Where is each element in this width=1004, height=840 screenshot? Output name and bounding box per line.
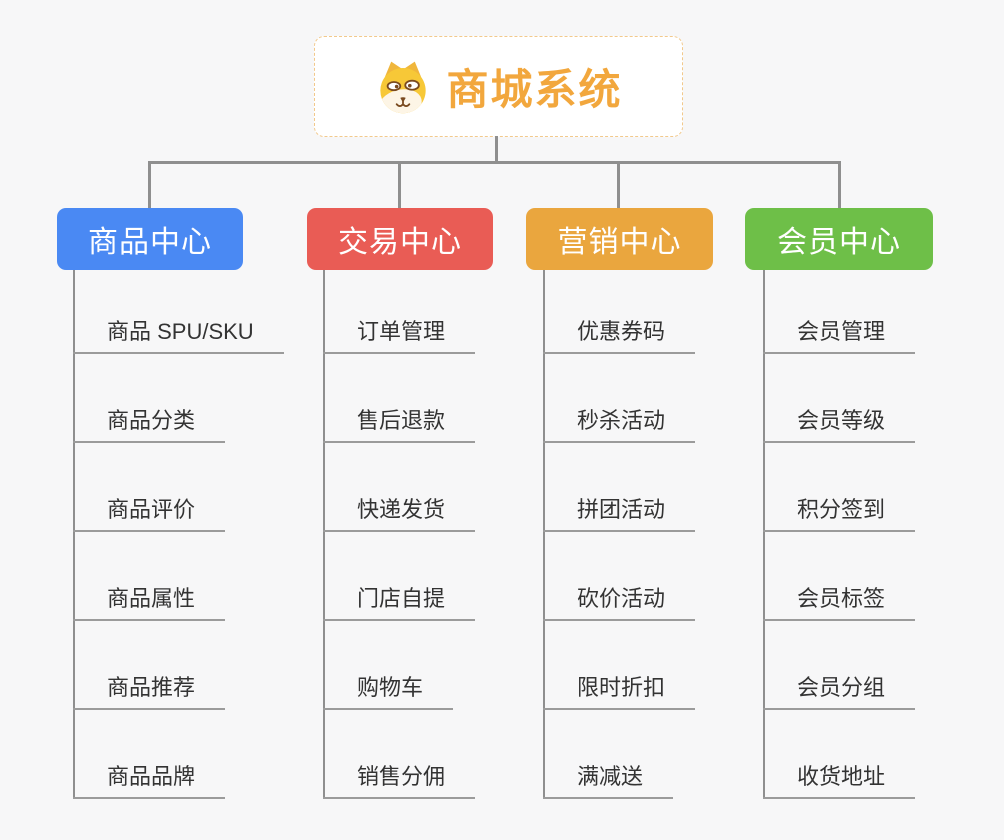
node-item-label: 砍价活动	[543, 588, 696, 621]
node-item-label: 满减送	[543, 766, 674, 799]
node-item[interactable]: 订单管理	[323, 270, 553, 354]
root-node[interactable]: 商城系统	[314, 36, 683, 137]
node-item[interactable]: 快递发货	[323, 443, 553, 532]
node-item[interactable]: 会员标签	[763, 532, 993, 621]
node-item[interactable]: 积分签到	[763, 443, 993, 532]
node-item-label: 限时折扣	[543, 677, 696, 710]
node-item[interactable]: 商品分类	[73, 354, 303, 443]
branch-column-trade: 订单管理 售后退款 快递发货 门店自提 购物车 销售分佣	[323, 270, 553, 799]
shiba-dog-icon	[380, 61, 427, 113]
node-item[interactable]: 限时折扣	[543, 621, 773, 710]
node-item-label: 秒杀活动	[543, 410, 696, 443]
node-item-label: 积分签到	[763, 499, 916, 532]
node-item[interactable]: 商品品牌	[73, 710, 303, 799]
node-item-label: 商品属性	[73, 588, 226, 621]
node-item-label: 会员标签	[763, 588, 916, 621]
node-item[interactable]: 收货地址	[763, 710, 993, 799]
node-item-label: 会员等级	[763, 410, 916, 443]
node-item[interactable]: 门店自提	[323, 532, 553, 621]
branch-header-trade-center[interactable]: 交易中心	[307, 208, 493, 270]
node-item[interactable]: 满减送	[543, 710, 773, 799]
node-item[interactable]: 销售分佣	[323, 710, 553, 799]
node-item[interactable]: 优惠券码	[543, 270, 773, 354]
root-title: 商城系统	[446, 66, 623, 113]
connector-drop-3	[617, 161, 620, 208]
connector-horizontal	[148, 161, 841, 164]
node-item[interactable]: 秒杀活动	[543, 354, 773, 443]
node-item[interactable]: 售后退款	[323, 354, 553, 443]
node-item[interactable]: 商品评价	[73, 443, 303, 532]
node-item-label: 商品 SPU/SKU	[73, 321, 284, 354]
node-item-label: 订单管理	[323, 321, 476, 354]
connector-drop-4	[838, 161, 841, 208]
node-item-label: 收货地址	[763, 766, 916, 799]
node-item[interactable]: 会员管理	[763, 270, 993, 354]
node-item-label: 商品推荐	[73, 677, 226, 710]
branch-header-marketing-center[interactable]: 营销中心	[526, 208, 713, 270]
branch-column-marketing: 优惠券码 秒杀活动 拼团活动 砍价活动 限时折扣 满减送	[543, 270, 773, 799]
node-item[interactable]: 商品推荐	[73, 621, 303, 710]
node-item-label: 购物车	[323, 677, 454, 710]
node-item-label: 商品品牌	[73, 766, 226, 799]
branch-column-member: 会员管理 会员等级 积分签到 会员标签 会员分组 收货地址	[763, 270, 993, 799]
branch-header-member-center[interactable]: 会员中心	[745, 208, 933, 270]
node-item[interactable]: 购物车	[323, 621, 553, 710]
connector-drop-1	[148, 161, 151, 208]
node-item-label: 拼团活动	[543, 499, 696, 532]
node-item[interactable]: 会员等级	[763, 354, 993, 443]
node-item-label: 商品评价	[73, 499, 226, 532]
branch-column-product: 商品 SPU/SKU 商品分类 商品评价 商品属性 商品推荐 商品品牌	[73, 270, 303, 799]
branch-header-product-center[interactable]: 商品中心	[57, 208, 243, 270]
connector-root-stub	[495, 136, 498, 163]
node-item-label: 快递发货	[323, 499, 476, 532]
node-item-label: 会员分组	[763, 677, 916, 710]
node-item[interactable]: 商品 SPU/SKU	[73, 270, 303, 354]
node-item[interactable]: 砍价活动	[543, 532, 773, 621]
node-item-label: 售后退款	[323, 410, 476, 443]
node-item-label: 销售分佣	[323, 766, 476, 799]
node-item[interactable]: 商品属性	[73, 532, 303, 621]
node-item[interactable]: 会员分组	[763, 621, 993, 710]
node-item-label: 优惠券码	[543, 321, 696, 354]
node-item-label: 商品分类	[73, 410, 226, 443]
connector-drop-2	[398, 161, 401, 208]
node-item[interactable]: 拼团活动	[543, 443, 773, 532]
node-item-label: 门店自提	[323, 588, 476, 621]
node-item-label: 会员管理	[763, 321, 916, 354]
